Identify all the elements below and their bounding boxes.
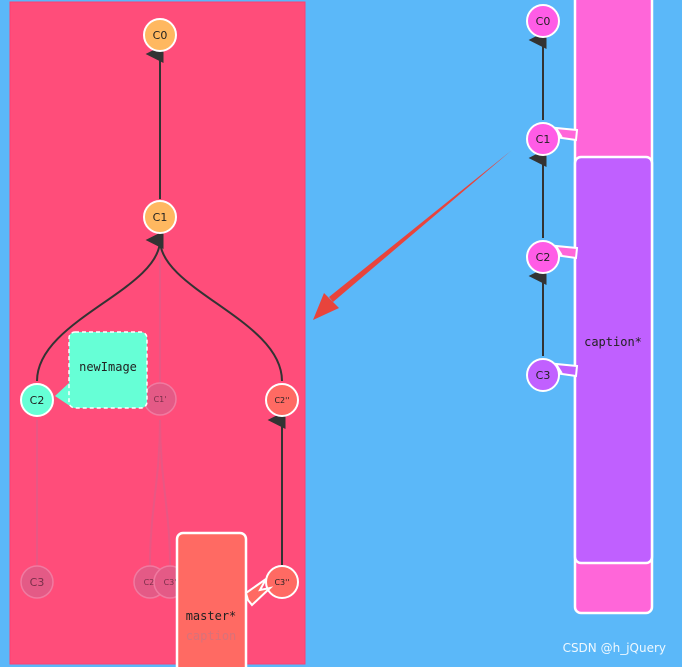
right-node-c1-label: C1 [536, 133, 551, 146]
branch-caption-faded-label: caption [186, 629, 237, 643]
branch-new-image[interactable]: newImage [55, 331, 148, 409]
node-c3-ghost-2-label: C3' [164, 578, 177, 587]
annotation-arrow [313, 150, 512, 320]
right-node-c3[interactable] [526, 358, 560, 392]
node-c2-double-prime-label: C2'' [274, 396, 289, 405]
branch-caption-star-label: caption* [584, 335, 642, 349]
node-c3-ghost-label: C3 [30, 576, 45, 589]
node-c2-double-prime[interactable] [265, 383, 299, 417]
node-c1[interactable] [143, 200, 177, 234]
node-c2-ghost-label: C2' [144, 578, 157, 587]
annotation-arrow-shaft [329, 150, 512, 302]
branch-caption-bar[interactable] [573, 155, 654, 565]
node-c3-ghost [20, 565, 54, 599]
right-node-c3-label: C3 [536, 369, 551, 382]
watermark: CSDN @h_jQuery [563, 641, 666, 655]
branch-master-label: master* [186, 609, 237, 623]
node-c1-ghost-label: C1' [154, 395, 167, 404]
right-node-c2-label: C2 [536, 251, 551, 264]
left-edges [36, 45, 286, 565]
branch-new-image-label: newImage [79, 360, 137, 374]
node-c0[interactable] [143, 18, 177, 52]
node-c2-label: C2 [30, 394, 45, 407]
left-panel [9, 1, 306, 665]
annotation-arrow-head [313, 293, 339, 320]
branch-new-image-pointer [55, 382, 70, 406]
node-c2[interactable] [20, 383, 54, 417]
branch-master-pointer [244, 578, 274, 607]
right-node-c2[interactable] [526, 240, 560, 274]
right-node-c1[interactable] [526, 122, 560, 156]
node-c3-double-prime[interactable] [265, 565, 299, 599]
right-nodes: C0 C1 C2 C3 [526, 4, 560, 392]
node-c0-label: C0 [153, 29, 168, 42]
right-node-c0[interactable] [526, 4, 560, 38]
ghost-edges [36, 237, 171, 566]
right-node-c0-label: C0 [536, 15, 551, 28]
node-c1-label: C1 [153, 211, 168, 224]
node-c3-double-prime-label: C3'' [274, 578, 289, 587]
branch-new-image-box[interactable] [68, 331, 148, 409]
left-nodes: C0 C1 C2 C2'' C3'' [20, 18, 299, 599]
branch-master-box[interactable] [175, 531, 248, 667]
branch-master[interactable]: master* caption [175, 531, 274, 667]
